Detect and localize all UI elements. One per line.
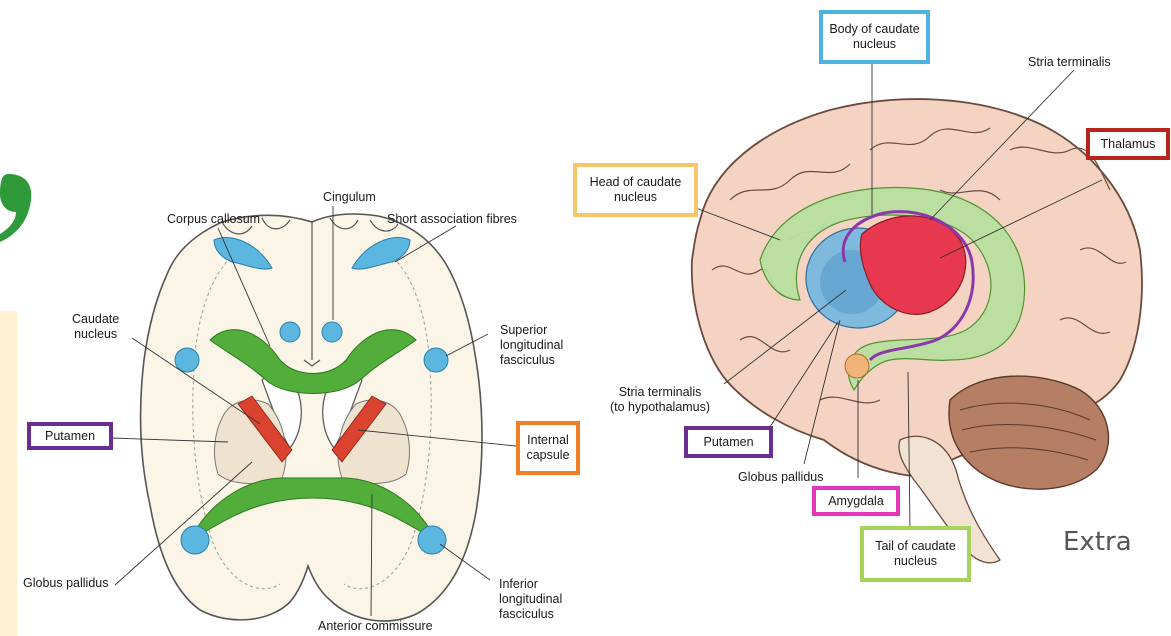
- label-stria-terminalis: Stria terminalis: [1028, 55, 1111, 70]
- label-anterior-commissure: Anterior commissure: [318, 619, 433, 634]
- label-cingulum: Cingulum: [323, 190, 376, 205]
- box-body-of-caudate: Body of caudate nucleus: [819, 10, 930, 64]
- box-tail-of-caudate: Tail of caudate nucleus: [860, 526, 971, 582]
- label-stria-terminalis-hypothalamus: Stria terminalis (to hypothalamus): [610, 385, 710, 415]
- extra-label: Extra: [1063, 527, 1132, 557]
- label-globus-pallidus-coronal: Globus pallidus: [23, 576, 108, 591]
- label-caudate-nucleus: Caudate nucleus: [72, 312, 119, 342]
- cerebellum: [949, 376, 1109, 489]
- label-superior-longitudinal-fasciculus: Superior longitudinal fasciculus: [500, 323, 563, 368]
- box-putamen-sagittal: Putamen: [684, 426, 773, 458]
- box-thalamus: Thalamus: [1086, 128, 1170, 160]
- label-globus-pallidus-sagittal: Globus pallidus: [738, 470, 823, 485]
- label-corpus-callosum: Corpus callosum: [167, 212, 260, 227]
- box-putamen-coronal: Putamen: [27, 422, 113, 450]
- box-amygdala: Amygdala: [812, 486, 900, 516]
- box-head-of-caudate: Head of caudate nucleus: [573, 163, 698, 217]
- label-inferior-longitudinal-fasciculus: Inferior longitudinal fasciculus: [499, 577, 562, 622]
- label-short-association-fibres: Short association fibres: [387, 212, 517, 227]
- amygdala-shape: [845, 354, 869, 378]
- box-internal-capsule: Internal capsule: [516, 421, 580, 475]
